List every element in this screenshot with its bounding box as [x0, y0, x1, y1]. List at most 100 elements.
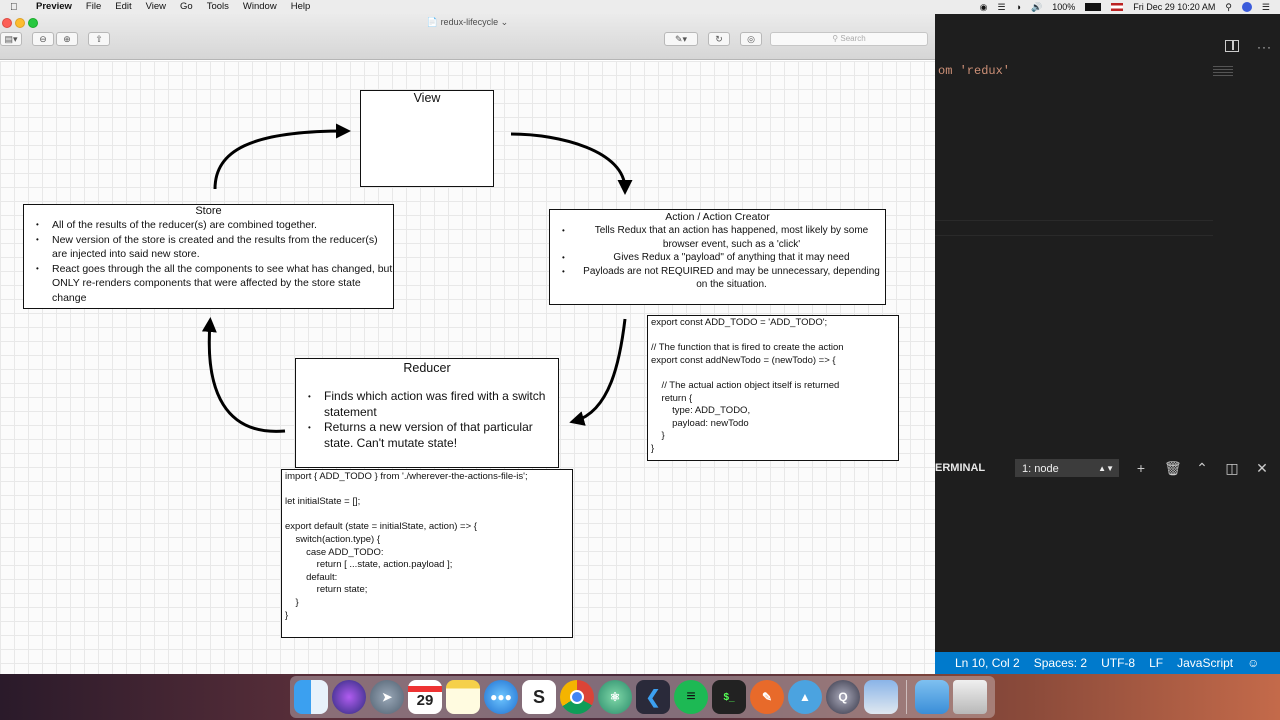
arrow-view-to-action	[510, 132, 633, 195]
status-area: ◉ ☰ ◑ 🔊 100% Fri Dec 29 10:20 AM ⚲ ☰	[980, 0, 1270, 14]
siri-icon[interactable]	[332, 680, 366, 714]
menu-file[interactable]: File	[85, 1, 102, 12]
atom-icon[interactable]: ⚛	[598, 680, 632, 714]
spotlight-icon[interactable]: ⚲	[1225, 1, 1232, 12]
sidebar-toggle-button[interactable]: ▤▾	[0, 32, 22, 46]
share-button[interactable]: ⇧	[88, 32, 110, 46]
action-code: export const ADD_TODO = 'ADD_TODO'; // T…	[651, 317, 844, 454]
more-actions-icon[interactable]: ···	[1257, 40, 1272, 54]
menu-view[interactable]: View	[145, 1, 167, 12]
preview-icon[interactable]	[864, 680, 898, 714]
arrow-action-to-reducer	[569, 318, 627, 426]
reducer-code: import { ADD_TODO } from './wherever-the…	[285, 471, 528, 621]
flow-arrows	[201, 123, 633, 433]
user-icon[interactable]	[1241, 2, 1252, 12]
markup-button[interactable]: ◎	[740, 32, 762, 46]
menu-help[interactable]: Help	[290, 1, 311, 12]
calendar-icon[interactable]: 29	[408, 680, 442, 714]
diagram-canvas: View Store All of the results of the red…	[0, 61, 935, 674]
reducer-code-box: import { ADD_TODO } from './wherever-the…	[281, 469, 573, 638]
store-title: Store	[195, 205, 222, 217]
finder-icon[interactable]	[294, 680, 328, 714]
new-terminal-icon[interactable]: +	[1136, 460, 1146, 476]
vscode-window: ··· om 'redux' ERMINAL 1: node ▲▼ + 🗑 ⌃ …	[935, 14, 1280, 674]
notes-icon[interactable]	[446, 680, 480, 714]
trash-icon[interactable]: 🗑	[1164, 460, 1182, 476]
arrow-reducer-to-store	[201, 317, 286, 433]
battery-icon[interactable]	[1085, 3, 1102, 11]
chevron-down-icon[interactable]: ⌄	[500, 17, 509, 27]
action-box: Action / Action Creator Tells Redux that…	[549, 209, 886, 305]
reducer-box: Reducer Finds which action was fired wit…	[295, 358, 559, 468]
record-icon[interactable]: ◉	[979, 1, 988, 12]
markup-toolbar-button[interactable]: ✎▾	[664, 32, 698, 46]
eol[interactable]: LF	[1149, 656, 1164, 670]
code-fragment: om 'redux'	[938, 64, 1011, 78]
search-input[interactable]: ⚲ Search	[770, 32, 928, 46]
zoom-out-button[interactable]: ⊖	[32, 32, 54, 46]
menu-tools[interactable]: Tools	[206, 1, 229, 12]
reducer-bullet: Returns a new version of that particular…	[296, 420, 558, 451]
panel-layout-icon[interactable]: ◫	[1225, 460, 1239, 476]
flag-icon[interactable]	[1111, 3, 1124, 11]
messages-icon[interactable]: ●●●	[484, 680, 518, 714]
title-bar: 📄 redux-lifecycle ⌄ ▤▾ ⊖ ⊕ ⇧ ✎▾ ↻ ◎ ⚲ Se…	[0, 14, 935, 60]
downloads-icon[interactable]	[915, 680, 949, 714]
minimize-window-button[interactable]	[15, 18, 25, 28]
feedback-icon[interactable]: ☺	[1247, 656, 1260, 670]
calendar-day: 29	[416, 691, 434, 709]
steps-icon[interactable]: ☰	[997, 1, 1006, 12]
minimap[interactable]	[1213, 66, 1233, 76]
postman-icon[interactable]: ✎	[750, 680, 784, 714]
vscode-icon[interactable]: ❮	[636, 680, 670, 714]
menu-go[interactable]: Go	[180, 1, 193, 12]
action-code-box: export const ADD_TODO = 'ADD_TODO'; // T…	[647, 315, 899, 461]
action-bullet: Gives Redux a "payload" of anything that…	[550, 251, 885, 265]
action-bullet: Payloads are not REQUIRED and may be unn…	[550, 265, 885, 292]
menu-bar:  Preview File Edit View Go Tools Window…	[0, 0, 1280, 14]
menu-edit[interactable]: Edit	[115, 1, 132, 12]
menu-window[interactable]: Window	[242, 1, 277, 12]
dock: ➤ 29 ●●● S ⚛ ❮ ≡ $_ ✎ ▲ Q	[0, 674, 1280, 720]
view-box: View	[360, 90, 494, 187]
menu-app-name[interactable]: Preview	[36, 1, 72, 12]
terminal-select[interactable]: 1: node ▲▼	[1015, 459, 1119, 477]
action-title: Action / Action Creator	[665, 211, 770, 223]
encoding[interactable]: UTF-8	[1101, 656, 1136, 670]
wifi-icon[interactable]: ◑	[1015, 2, 1022, 12]
store-bullet: All of the results of the reducer(s) are…	[24, 218, 393, 233]
split-editor-icon[interactable]	[1225, 40, 1239, 52]
clock[interactable]: Fri Dec 29 10:20 AM	[1133, 2, 1216, 12]
maximize-panel-icon[interactable]: ⌃	[1196, 460, 1208, 476]
notification-icon[interactable]: ☰	[1261, 1, 1270, 12]
mongo-icon[interactable]: ▲	[788, 680, 822, 714]
close-window-button[interactable]	[2, 18, 12, 28]
volume-icon[interactable]: 🔊	[1031, 1, 1043, 12]
reducer-title: Reducer	[403, 361, 451, 375]
cursor-position[interactable]: Ln 10, Col 2	[955, 656, 1020, 670]
zoom-window-button[interactable]	[28, 18, 38, 28]
language-mode[interactable]: JavaScript	[1177, 656, 1234, 670]
reducer-bullet: Finds which action was fired with a swit…	[296, 389, 558, 420]
terminal-select-value: 1: node	[1022, 463, 1059, 475]
slack-icon[interactable]: S	[522, 680, 556, 714]
window-title-text: redux-lifecycle	[440, 17, 499, 27]
quicktime-icon[interactable]: Q	[826, 680, 860, 714]
apple-menu-icon[interactable]: 	[10, 2, 24, 13]
rotate-button[interactable]: ↻	[708, 32, 730, 46]
terminal-icon[interactable]: $_	[712, 680, 746, 714]
spotify-icon[interactable]: ≡	[674, 680, 708, 714]
search-icon: ⚲	[832, 34, 839, 43]
vscode-status-bar: Ln 10, Col 2 Spaces: 2 UTF-8 LF JavaScri…	[935, 652, 1280, 674]
launchpad-icon[interactable]: ➤	[370, 680, 404, 714]
battery-percent[interactable]: 100%	[1052, 2, 1076, 12]
dock-separator	[906, 680, 907, 714]
indentation[interactable]: Spaces: 2	[1033, 656, 1088, 670]
zoom-in-button[interactable]: ⊕	[56, 32, 78, 46]
chrome-icon[interactable]	[560, 680, 594, 714]
action-bullet: Tells Redux that an action has happened,…	[550, 224, 885, 251]
tab-terminal[interactable]: ERMINAL	[935, 462, 986, 474]
trash-icon[interactable]	[953, 680, 987, 714]
close-panel-icon[interactable]: ✕	[1256, 460, 1268, 476]
arrow-store-to-view	[213, 123, 351, 190]
